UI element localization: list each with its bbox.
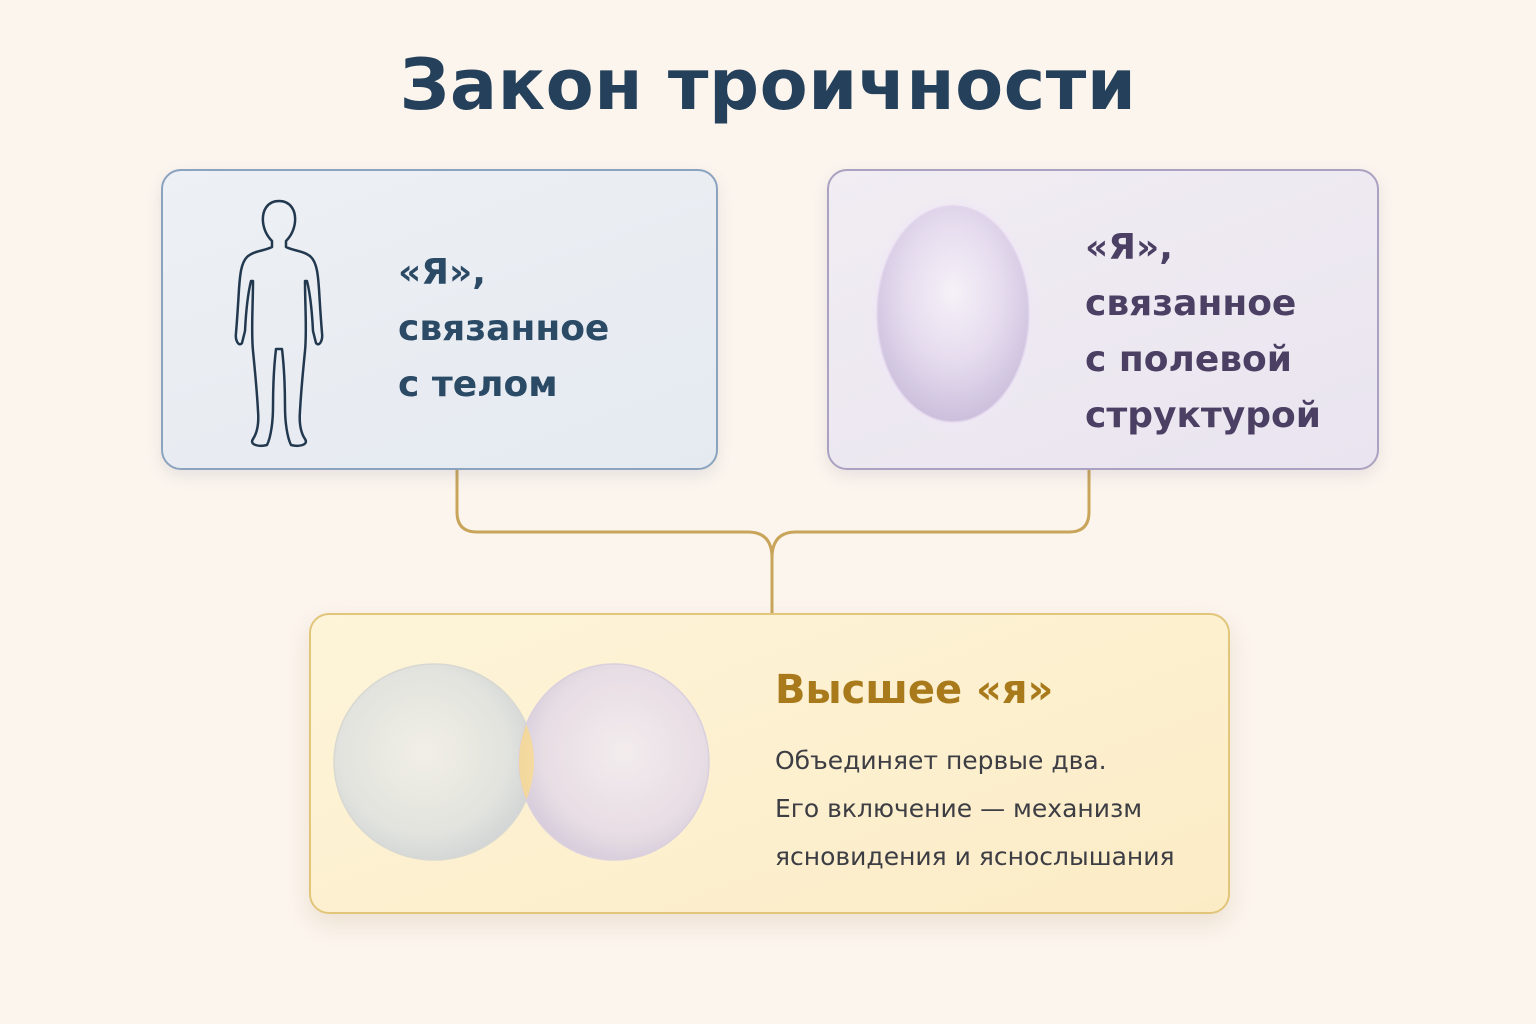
field-self-line-3: с полевой	[1085, 339, 1292, 380]
human-silhouette-icon	[234, 199, 324, 447]
higher-self-desc-line-2: Его включение — механизм	[775, 794, 1143, 823]
field-self-line-4: структурой	[1085, 395, 1321, 436]
aura-oval-icon	[873, 202, 1033, 426]
connector-field-to-higher	[770, 470, 1091, 559]
body-self-line-2: связанное	[398, 308, 610, 349]
field-self-line-1: «Я»,	[1085, 227, 1173, 268]
field-self-label: «Я», связанное с полевой структурой	[1085, 220, 1321, 444]
body-self-line-3: с телом	[398, 364, 558, 405]
body-self-line-1: «Я»,	[398, 252, 486, 293]
node-higher-self: Высшее «я» Объединяет первые два. Его вк…	[309, 613, 1230, 914]
overlapping-circles-icon	[333, 663, 710, 861]
page-title: Закон троичности	[399, 44, 1137, 126]
node-field-self: «Я», связанное с полевой структурой	[827, 169, 1379, 470]
connector-body-to-higher	[455, 470, 774, 613]
higher-self-desc-line-1: Объединяет первые два.	[775, 746, 1107, 775]
higher-self-desc-line-3: ясновидения и яснослышания	[775, 842, 1175, 871]
body-self-label: «Я», связанное с телом	[398, 245, 609, 413]
higher-self-title: Высшее «я»	[775, 667, 1054, 713]
node-body-self: «Я», связанное с телом	[161, 169, 718, 470]
field-self-line-2: связанное	[1085, 283, 1297, 324]
higher-self-description: Объединяет первые два. Его включение — м…	[775, 737, 1175, 881]
